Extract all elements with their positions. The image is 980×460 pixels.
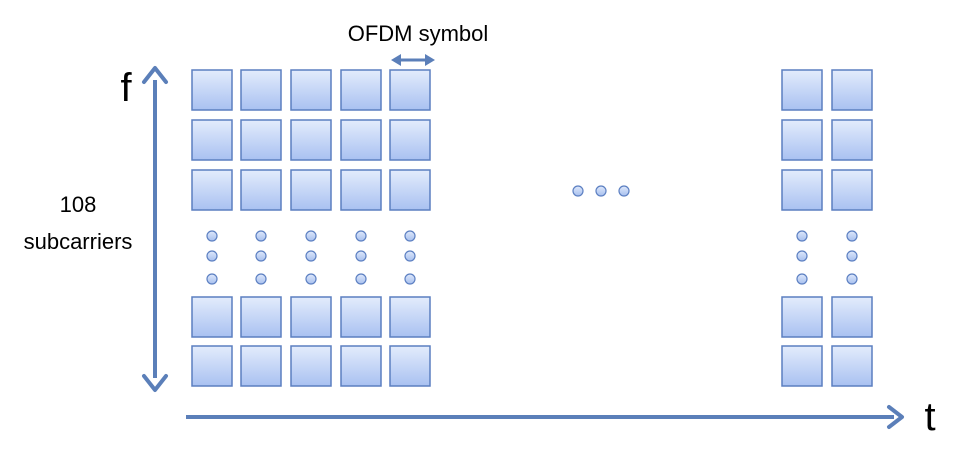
resource-element-cell: [290, 169, 332, 211]
resource-element-cell: [240, 69, 282, 111]
vertical-ellipsis-dot: [846, 230, 858, 242]
vertical-ellipsis-dot: [255, 230, 267, 242]
resource-element-grid: [191, 69, 873, 387]
resource-element-cell: [240, 296, 282, 338]
vertical-ellipsis-dot: [255, 250, 267, 262]
resource-element-cell: [831, 169, 873, 211]
resource-element-cell: [191, 296, 233, 338]
resource-element-cell: [191, 169, 233, 211]
resource-element-cell: [781, 69, 823, 111]
resource-element-cell: [340, 296, 382, 338]
vertical-ellipsis-dot: [305, 230, 317, 242]
frequency-axis-label: f: [120, 66, 132, 110]
resource-element-cell: [831, 119, 873, 161]
vertical-ellipsis-dot: [355, 250, 367, 262]
horizontal-ellipsis-dot: [618, 185, 630, 197]
resource-element-cell: [831, 296, 873, 338]
resource-element-cell: [240, 169, 282, 211]
vertical-ellipsis-dot: [404, 230, 416, 242]
resource-element-cell: [340, 345, 382, 387]
vertical-ellipsis-dot: [305, 273, 317, 285]
resource-element-cell: [340, 119, 382, 161]
horizontal-ellipsis-dot: [595, 185, 607, 197]
resource-element-cell: [389, 169, 431, 211]
resource-element-cell: [781, 345, 823, 387]
resource-element-cell: [781, 169, 823, 211]
resource-element-cell: [240, 345, 282, 387]
vertical-ellipsis-dot: [255, 273, 267, 285]
time-axis-label: t: [924, 395, 935, 439]
vertical-ellipsis-dot: [796, 250, 808, 262]
resource-element-cell: [781, 296, 823, 338]
ofdm-symbol-label: OFDM symbol: [348, 21, 489, 46]
frequency-axis-arrow: [142, 66, 168, 392]
resource-element-cell: [290, 345, 332, 387]
resource-element-cell: [781, 119, 823, 161]
resource-element-cell: [290, 296, 332, 338]
vertical-ellipsis-dot: [404, 250, 416, 262]
vertical-ellipsis-dot: [206, 230, 218, 242]
resource-element-cell: [191, 119, 233, 161]
resource-element-cell: [290, 69, 332, 111]
resource-element-cell: [831, 345, 873, 387]
resource-element-cell: [290, 119, 332, 161]
resource-element-cell: [389, 69, 431, 111]
vertical-ellipsis-dot: [206, 250, 218, 262]
vertical-ellipsis-dot: [404, 273, 416, 285]
resource-element-cell: [191, 69, 233, 111]
resource-element-cell: [389, 345, 431, 387]
resource-element-cell: [340, 69, 382, 111]
vertical-ellipsis-dot: [796, 273, 808, 285]
time-axis-arrow: [186, 405, 904, 429]
symbol-width-arrow: [391, 54, 435, 66]
resource-element-cell: [389, 296, 431, 338]
vertical-ellipsis-dot: [355, 273, 367, 285]
vertical-ellipsis-dot: [796, 230, 808, 242]
subcarrier-count-label: 108: [60, 192, 97, 217]
vertical-ellipsis-dot: [846, 250, 858, 262]
resource-element-cell: [340, 169, 382, 211]
resource-element-cell: [240, 119, 282, 161]
vertical-ellipsis-dot: [206, 273, 218, 285]
resource-element-cell: [831, 69, 873, 111]
vertical-ellipsis-dot: [305, 250, 317, 262]
continuation-dots: [206, 185, 858, 285]
subcarrier-unit-label: subcarriers: [24, 229, 133, 254]
horizontal-ellipsis-dot: [572, 185, 584, 197]
vertical-ellipsis-dot: [846, 273, 858, 285]
resource-element-cell: [191, 345, 233, 387]
resource-element-cell: [389, 119, 431, 161]
vertical-ellipsis-dot: [355, 230, 367, 242]
